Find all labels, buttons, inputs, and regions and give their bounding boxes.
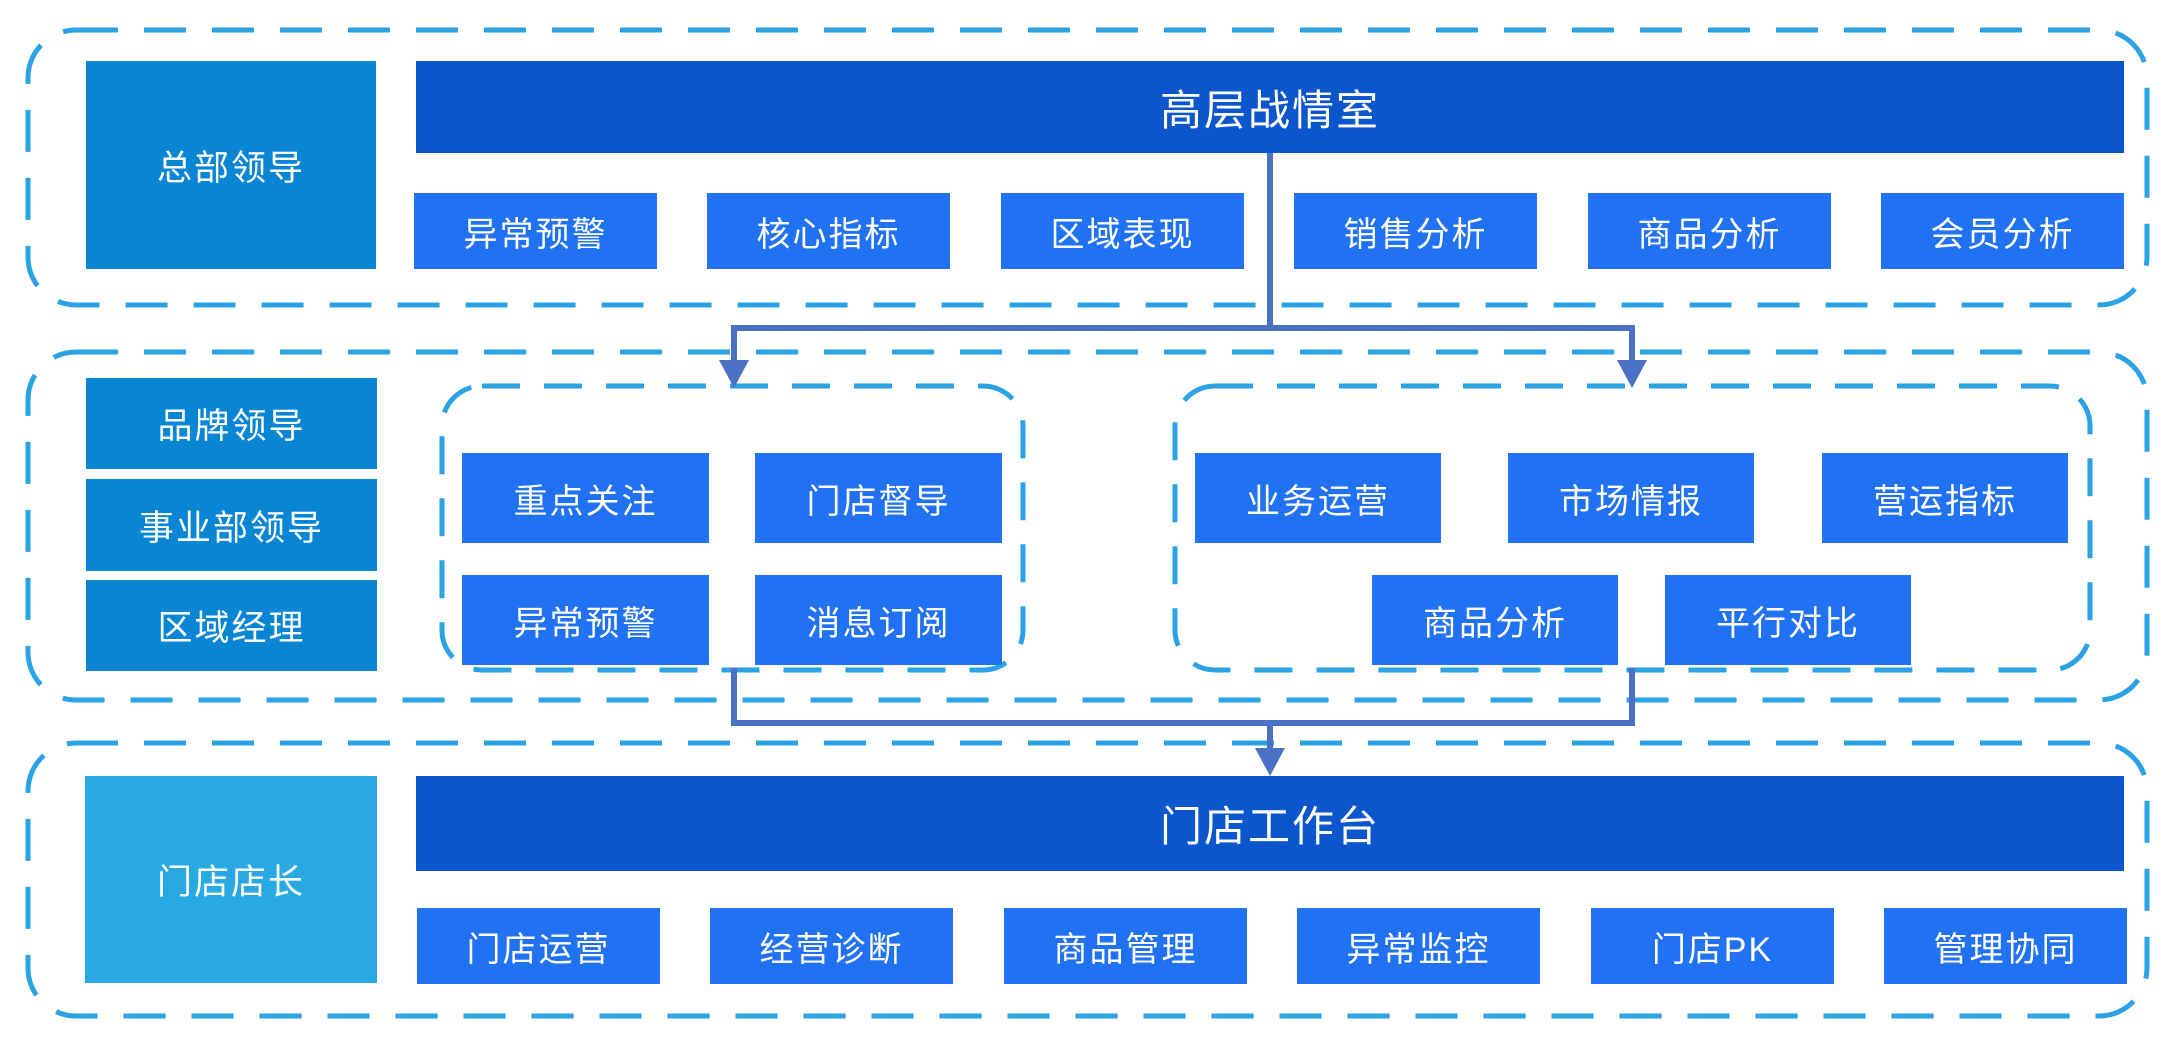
chip-top-product-analysis: 商品分析: [1588, 193, 1831, 269]
chip-product-management: 商品管理: [1004, 908, 1247, 984]
management-section-border: [25, 349, 2150, 703]
chip-parallel-comparison: 平行对比: [1665, 575, 1911, 665]
store-section-border: [25, 740, 2150, 1019]
chip-management-collaboration: 管理协同: [1884, 908, 2127, 984]
connector-bottom: [731, 668, 1635, 750]
chip-key-focus: 重点关注: [462, 453, 709, 543]
role-box-division-leadership: 事业部领导: [86, 479, 377, 571]
role-box-regional-manager: 区域经理: [86, 580, 377, 671]
chip-top-member-analysis: 会员分析: [1881, 193, 2124, 269]
chip-top-anomaly-alert: 异常预警: [414, 193, 657, 269]
chip-anomaly-alert-mid: 异常预警: [462, 575, 709, 665]
chip-product-analysis-mid: 商品分析: [1372, 575, 1618, 665]
chip-market-intelligence: 市场情报: [1508, 453, 1754, 543]
hq-war-room-bar: 高层战情室: [416, 61, 2124, 153]
chip-anomaly-monitoring: 异常监控: [1297, 908, 1540, 984]
chip-operation-metrics: 营运指标: [1822, 453, 2068, 543]
arrowhead-store-bar: [1255, 748, 1285, 776]
chip-store-operations: 门店运营: [417, 908, 660, 984]
chip-message-subscription: 消息订阅: [755, 575, 1002, 665]
chip-store-supervision: 门店督导: [755, 453, 1002, 543]
arrowhead-left-group: [719, 360, 749, 388]
connector-top: [731, 153, 1635, 362]
chip-top-core-metrics: 核心指标: [707, 193, 950, 269]
chip-top-sales-analysis: 销售分析: [1294, 193, 1537, 269]
store-workbench-bar: 门店工作台: [416, 776, 2124, 871]
chip-store-pk: 门店PK: [1591, 908, 1834, 984]
role-box-brand-leadership: 品牌领导: [86, 378, 377, 469]
hq-section-border: [25, 27, 2150, 308]
chip-top-regional-performance: 区域表现: [1001, 193, 1244, 269]
arrowhead-right-group: [1617, 360, 1647, 388]
chip-business-diagnosis: 经营诊断: [710, 908, 953, 984]
chip-business-operations: 业务运营: [1195, 453, 1441, 543]
role-box-store-manager: 门店店长: [85, 776, 377, 983]
role-box-hq-leadership: 总部领导: [86, 61, 376, 269]
